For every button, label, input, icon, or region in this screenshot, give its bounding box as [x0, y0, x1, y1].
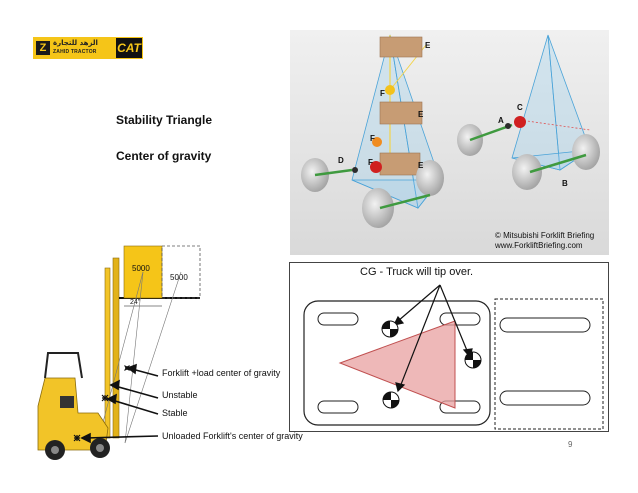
load1-weight: 5000 — [132, 264, 150, 273]
load-distance: 24" — [130, 299, 141, 306]
stability-3d-diagram: E F E F E D F A C B — [290, 30, 609, 255]
forklift-mast — [112, 257, 120, 439]
point-e-middle: E — [418, 110, 424, 119]
point-c: C — [517, 103, 523, 112]
point-e-lower: E — [418, 161, 424, 170]
page-number: 9 — [568, 440, 573, 449]
point-f-middle: F — [370, 134, 375, 143]
stability-triangle-illustration: E F E F E D F A C B © Mitsubishi Forklif… — [290, 30, 609, 255]
forklift-load-cg-label: Forklift +load center of gravity — [162, 368, 281, 378]
logo-english-text: ZAHID TRACTOR — [53, 49, 97, 55]
photo-credit: © Mitsubishi Forklift Briefing — [495, 231, 595, 240]
cg-diagram-title: CG - Truck will tip over. — [360, 266, 474, 278]
point-f-lower: F — [368, 158, 373, 167]
stability-triangle-label: Stability Triangle — [116, 113, 213, 127]
point-b: B — [562, 179, 568, 188]
company-logo: Z الزهد للتجارة ZAHID TRACTOR CAT — [33, 37, 143, 59]
point-f-upper: F — [380, 89, 385, 98]
point-d: D — [338, 156, 344, 165]
point-e-top: E — [425, 41, 431, 50]
load-box — [123, 245, 163, 299]
photo-credit-url: www.ForkliftBriefing.com — [495, 241, 583, 250]
point-a: A — [498, 116, 504, 125]
zahid-logo-icon: Z — [36, 41, 50, 55]
cg-markers — [381, 320, 482, 409]
overhead-guard — [44, 352, 83, 379]
center-of-gravity-label: Center of gravity — [116, 149, 212, 163]
logo-arabic-text: الزهد للتجارة — [53, 39, 98, 47]
cat-logo: CAT — [116, 38, 142, 58]
stable-label: Stable — [162, 408, 188, 418]
unloaded-cg-label: Unloaded Forklift's center of gravity — [162, 431, 303, 441]
forklift-cg-diagram: 5000 5000 24" — [37, 245, 201, 460]
truck-top-view — [303, 284, 604, 430]
unstable-label: Unstable — [162, 390, 198, 400]
cg-top-view-diagram: CG - Truck will tip over. — [289, 262, 609, 432]
